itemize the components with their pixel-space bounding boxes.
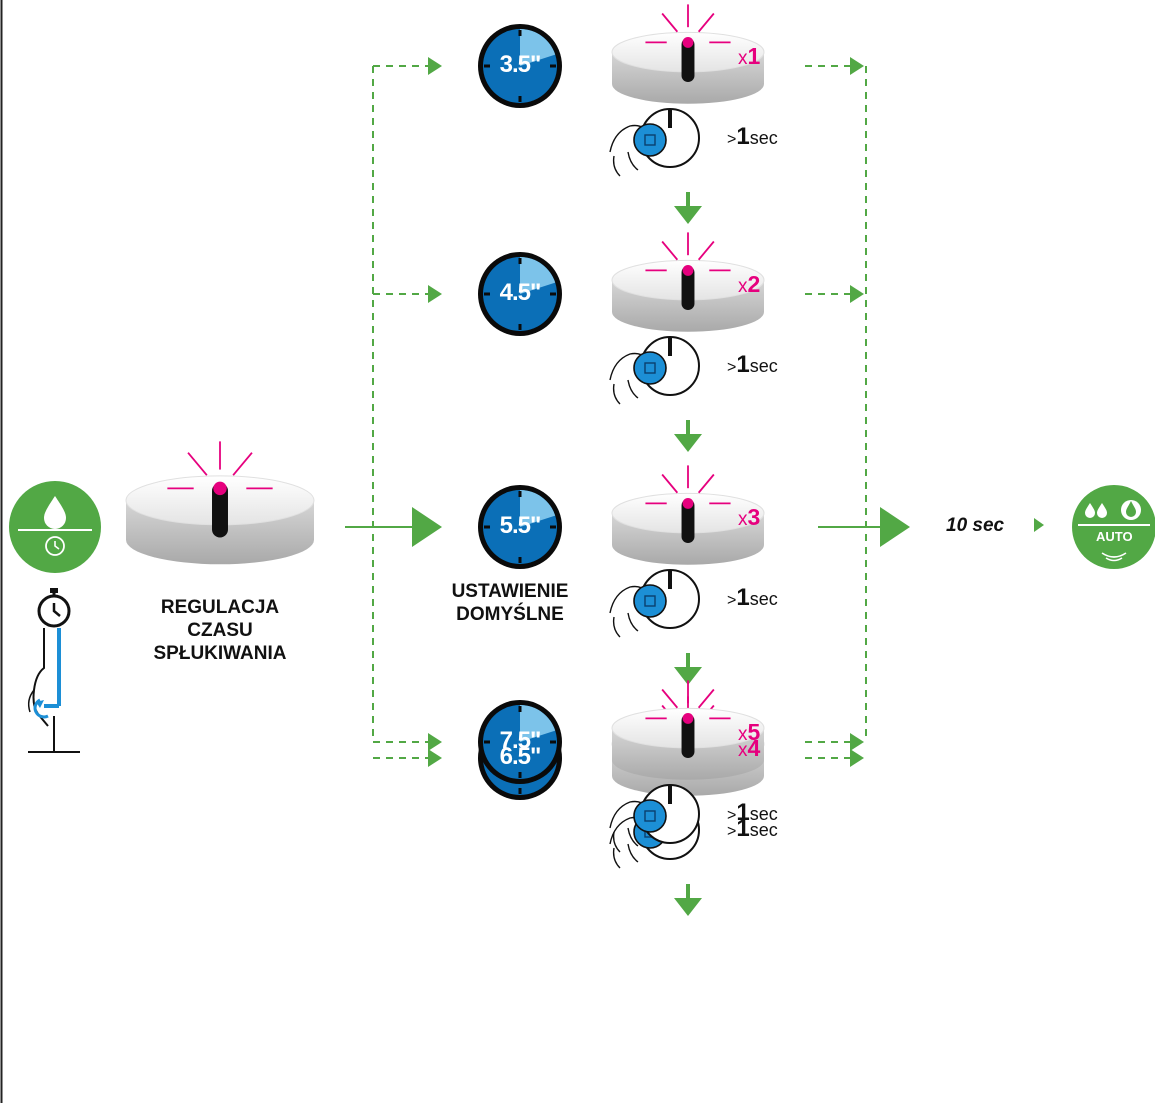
led-button-icon (611, 680, 765, 780)
hold-prefix: > (727, 807, 737, 824)
led-light (213, 481, 227, 496)
drop-timer-icon (9, 481, 101, 573)
hold-value: 1 (736, 584, 750, 611)
hold-unit: sec (749, 128, 778, 148)
blink-count-value: 5 (747, 719, 761, 745)
hold-unit: sec (749, 820, 778, 840)
hand-press-button-icon (609, 108, 700, 177)
timer-dial-icon (478, 252, 562, 336)
start-led-button (125, 441, 315, 565)
hold-duration-label: >1sec (727, 815, 778, 843)
led-light (682, 264, 694, 276)
hold-value: 1 (736, 123, 750, 150)
hold-prefix: > (727, 592, 737, 609)
timeout-arrow (818, 507, 1044, 547)
down-arrow-head (674, 434, 702, 452)
hold-prefix: > (727, 823, 737, 840)
auto-badge-text: AUTO (1096, 529, 1133, 544)
led-light (682, 36, 694, 48)
blink-count-prefix: x (738, 276, 748, 297)
arrow-head (428, 285, 442, 303)
blink-count-prefix: x (738, 509, 748, 530)
hold-prefix: > (727, 131, 737, 148)
dial-time-label: 4.5" (499, 279, 542, 306)
hold-duration-label: >1sec (727, 351, 778, 379)
dial-time-label: 7.5" (499, 727, 542, 754)
dial-time-label: 3.5" (499, 51, 542, 78)
arrow-head (850, 749, 864, 767)
hold-value: 1 (736, 799, 750, 826)
blink-count-label: x2 (738, 271, 760, 298)
blink-count-label: x3 (738, 504, 760, 531)
hold-value: 1 (736, 815, 750, 842)
start-label-line: SPŁUKIWANIA (153, 643, 287, 664)
blink-count-value: 1 (747, 43, 761, 69)
blink-count-prefix: x (738, 48, 748, 69)
step-row (373, 680, 864, 853)
down-arrow-head (674, 898, 702, 916)
hold-value: 1 (736, 351, 750, 378)
arrow-head (850, 57, 864, 75)
start-label-line: REGULACJA (160, 597, 280, 618)
default-label-line: USTAWIENIE (451, 581, 569, 602)
step-row (478, 465, 765, 685)
arrow-head (850, 733, 864, 751)
step-row (373, 4, 864, 224)
hold-duration-label: >1sec (727, 799, 778, 827)
timer-dial-icon (478, 24, 562, 108)
blink-count-value: 2 (747, 271, 761, 297)
timeout-label: 10 sec (946, 515, 1005, 536)
step-row (373, 232, 864, 452)
led-button-icon (611, 232, 765, 332)
blink-count-label: x5 (738, 719, 760, 746)
timer-dial-icon (478, 700, 562, 784)
hand-press-button-icon (609, 569, 700, 638)
start-label-line: CZASU (187, 620, 253, 641)
dial-time-label: 6.5" (499, 743, 542, 770)
led-light (682, 712, 694, 724)
hand-press-icon (27, 628, 80, 753)
hand-press-button-icon (609, 336, 700, 405)
arrow-head (428, 749, 442, 767)
blink-count-prefix: x (738, 740, 748, 761)
default-label-line: DOMYŚLNE (456, 604, 564, 625)
blink-count-label: x1 (738, 43, 760, 70)
default-setting-label: USTAWIENIE DOMYŚLNE (420, 580, 600, 626)
blink-count-label: x4 (738, 735, 760, 762)
hold-prefix: > (727, 359, 737, 376)
led-light (682, 497, 694, 509)
blink-count-value: 3 (747, 504, 761, 530)
blink-count-prefix: x (738, 724, 748, 745)
hold-duration-label: >1sec (727, 584, 778, 612)
hold-duration-label: >1sec (727, 123, 778, 151)
auto-mode-icon (1072, 485, 1155, 569)
arrow-head (850, 285, 864, 303)
dial-time-label: 5.5" (499, 512, 542, 539)
hold-unit: sec (749, 804, 778, 824)
down-arrow-head (674, 667, 702, 685)
led-button-icon (611, 465, 765, 565)
hand-press-button-icon (609, 784, 700, 853)
blink-count-value: 4 (747, 735, 761, 761)
down-arrow-head (674, 206, 702, 224)
led-button-icon (611, 4, 765, 104)
arrow-head (428, 733, 442, 751)
timer-dial-icon (478, 485, 562, 569)
start-label: REGULACJA CZASU SPŁUKIWANIA (120, 596, 320, 665)
hold-unit: sec (749, 356, 778, 376)
main-flow-arrow (345, 507, 442, 547)
arrow-head (428, 57, 442, 75)
hold-unit: sec (749, 589, 778, 609)
stopwatch-icon (37, 588, 71, 628)
